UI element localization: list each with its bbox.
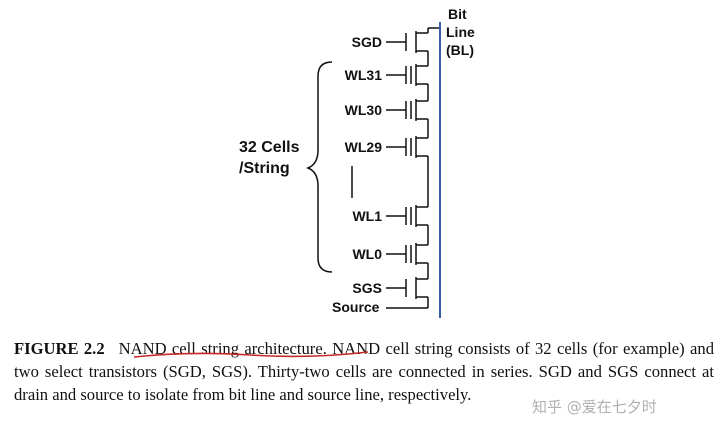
- wordline-label: WL1: [352, 208, 382, 224]
- wordline-label: WL29: [345, 139, 383, 155]
- transistor-wl29: WL29: [345, 136, 428, 158]
- bitline-label-1: Bit: [448, 6, 467, 22]
- transistor-wl30: WL30: [345, 99, 428, 121]
- group-label-2: /String: [239, 160, 290, 177]
- wordline-label: SGS: [352, 280, 382, 296]
- group-brace: [305, 61, 333, 273]
- transistor-wl1: WL1: [352, 205, 428, 227]
- transistor-sgd: SGD: [352, 31, 428, 53]
- wordline-label: SGD: [352, 34, 382, 50]
- bitline-label-3: (BL): [446, 42, 474, 58]
- caption-body: . NAND cell string consists of 32 cells …: [14, 339, 714, 404]
- transistor-wl31: WL31: [345, 64, 428, 86]
- transistor-wl0: WL0: [352, 243, 428, 265]
- watermark: 知乎 @爱在七夕时: [532, 398, 657, 416]
- figure-caption: FIGURE 2.2 NAND cell string architecture.…: [14, 337, 714, 406]
- string-wiring: [386, 27, 440, 309]
- wordline-label: WL31: [345, 67, 383, 83]
- bitline-label-2: Line: [446, 24, 475, 40]
- wordline-label: WL30: [345, 102, 383, 118]
- source-label: Source: [332, 299, 380, 315]
- group-label-1: 32 Cells: [239, 139, 300, 156]
- wordline-label: WL0: [352, 246, 382, 262]
- figure-number: FIGURE 2.2: [14, 339, 105, 358]
- transistor-sgs: SGS: [352, 277, 428, 299]
- figure-title: NAND cell string architecture: [118, 339, 323, 358]
